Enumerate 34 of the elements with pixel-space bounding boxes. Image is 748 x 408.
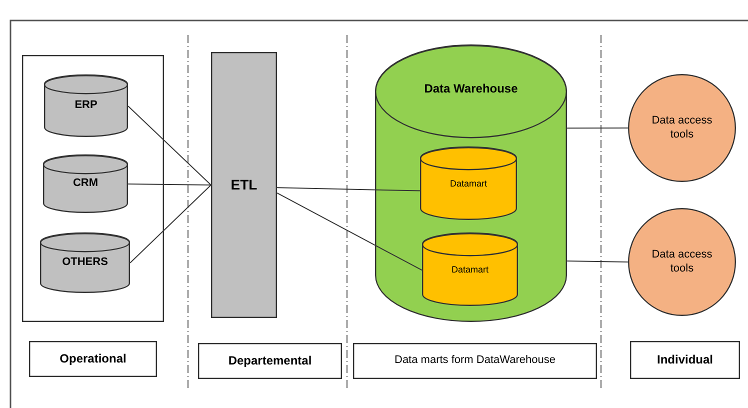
tool-circle	[628, 208, 736, 316]
tier-label-box	[198, 343, 342, 379]
tier-label-box	[353, 343, 597, 379]
datamart-cylinder	[422, 233, 518, 306]
node-label: ERP	[74, 99, 98, 113]
database-cylinder	[40, 233, 130, 293]
tier-label: Data marts form DataWarehouse	[394, 354, 556, 368]
datamart-cylinder	[420, 147, 517, 220]
node-label: Data access tools	[650, 248, 714, 276]
connector-line	[128, 106, 212, 186]
connector-line	[566, 128, 628, 129]
node-label: ETL	[230, 176, 258, 194]
connector-line	[276, 187, 420, 192]
node-label: CRM	[72, 177, 100, 191]
process-box	[211, 52, 277, 318]
database-cylinder	[44, 75, 128, 137]
database-cylinder	[43, 155, 128, 213]
tier-label: Departemental	[227, 354, 313, 368]
tier-label-box	[630, 341, 740, 379]
tool-circle	[628, 74, 736, 182]
node-label: Datamart	[448, 178, 488, 190]
connector-line	[128, 184, 212, 186]
connector-line	[566, 260, 628, 262]
tier-label: Operational	[58, 352, 128, 366]
node-label: OTHERS	[61, 256, 109, 270]
group-box	[22, 55, 164, 322]
connector-line	[276, 192, 422, 271]
warehouse-cylinder	[375, 45, 567, 322]
tier-label-box	[29, 341, 157, 377]
node-label: Data Warehouse	[423, 82, 519, 97]
tier-label: Individual	[656, 352, 714, 368]
node-label: Data access tools	[650, 114, 714, 142]
connector-line	[130, 184, 212, 264]
node-label: Datamart	[450, 264, 490, 276]
